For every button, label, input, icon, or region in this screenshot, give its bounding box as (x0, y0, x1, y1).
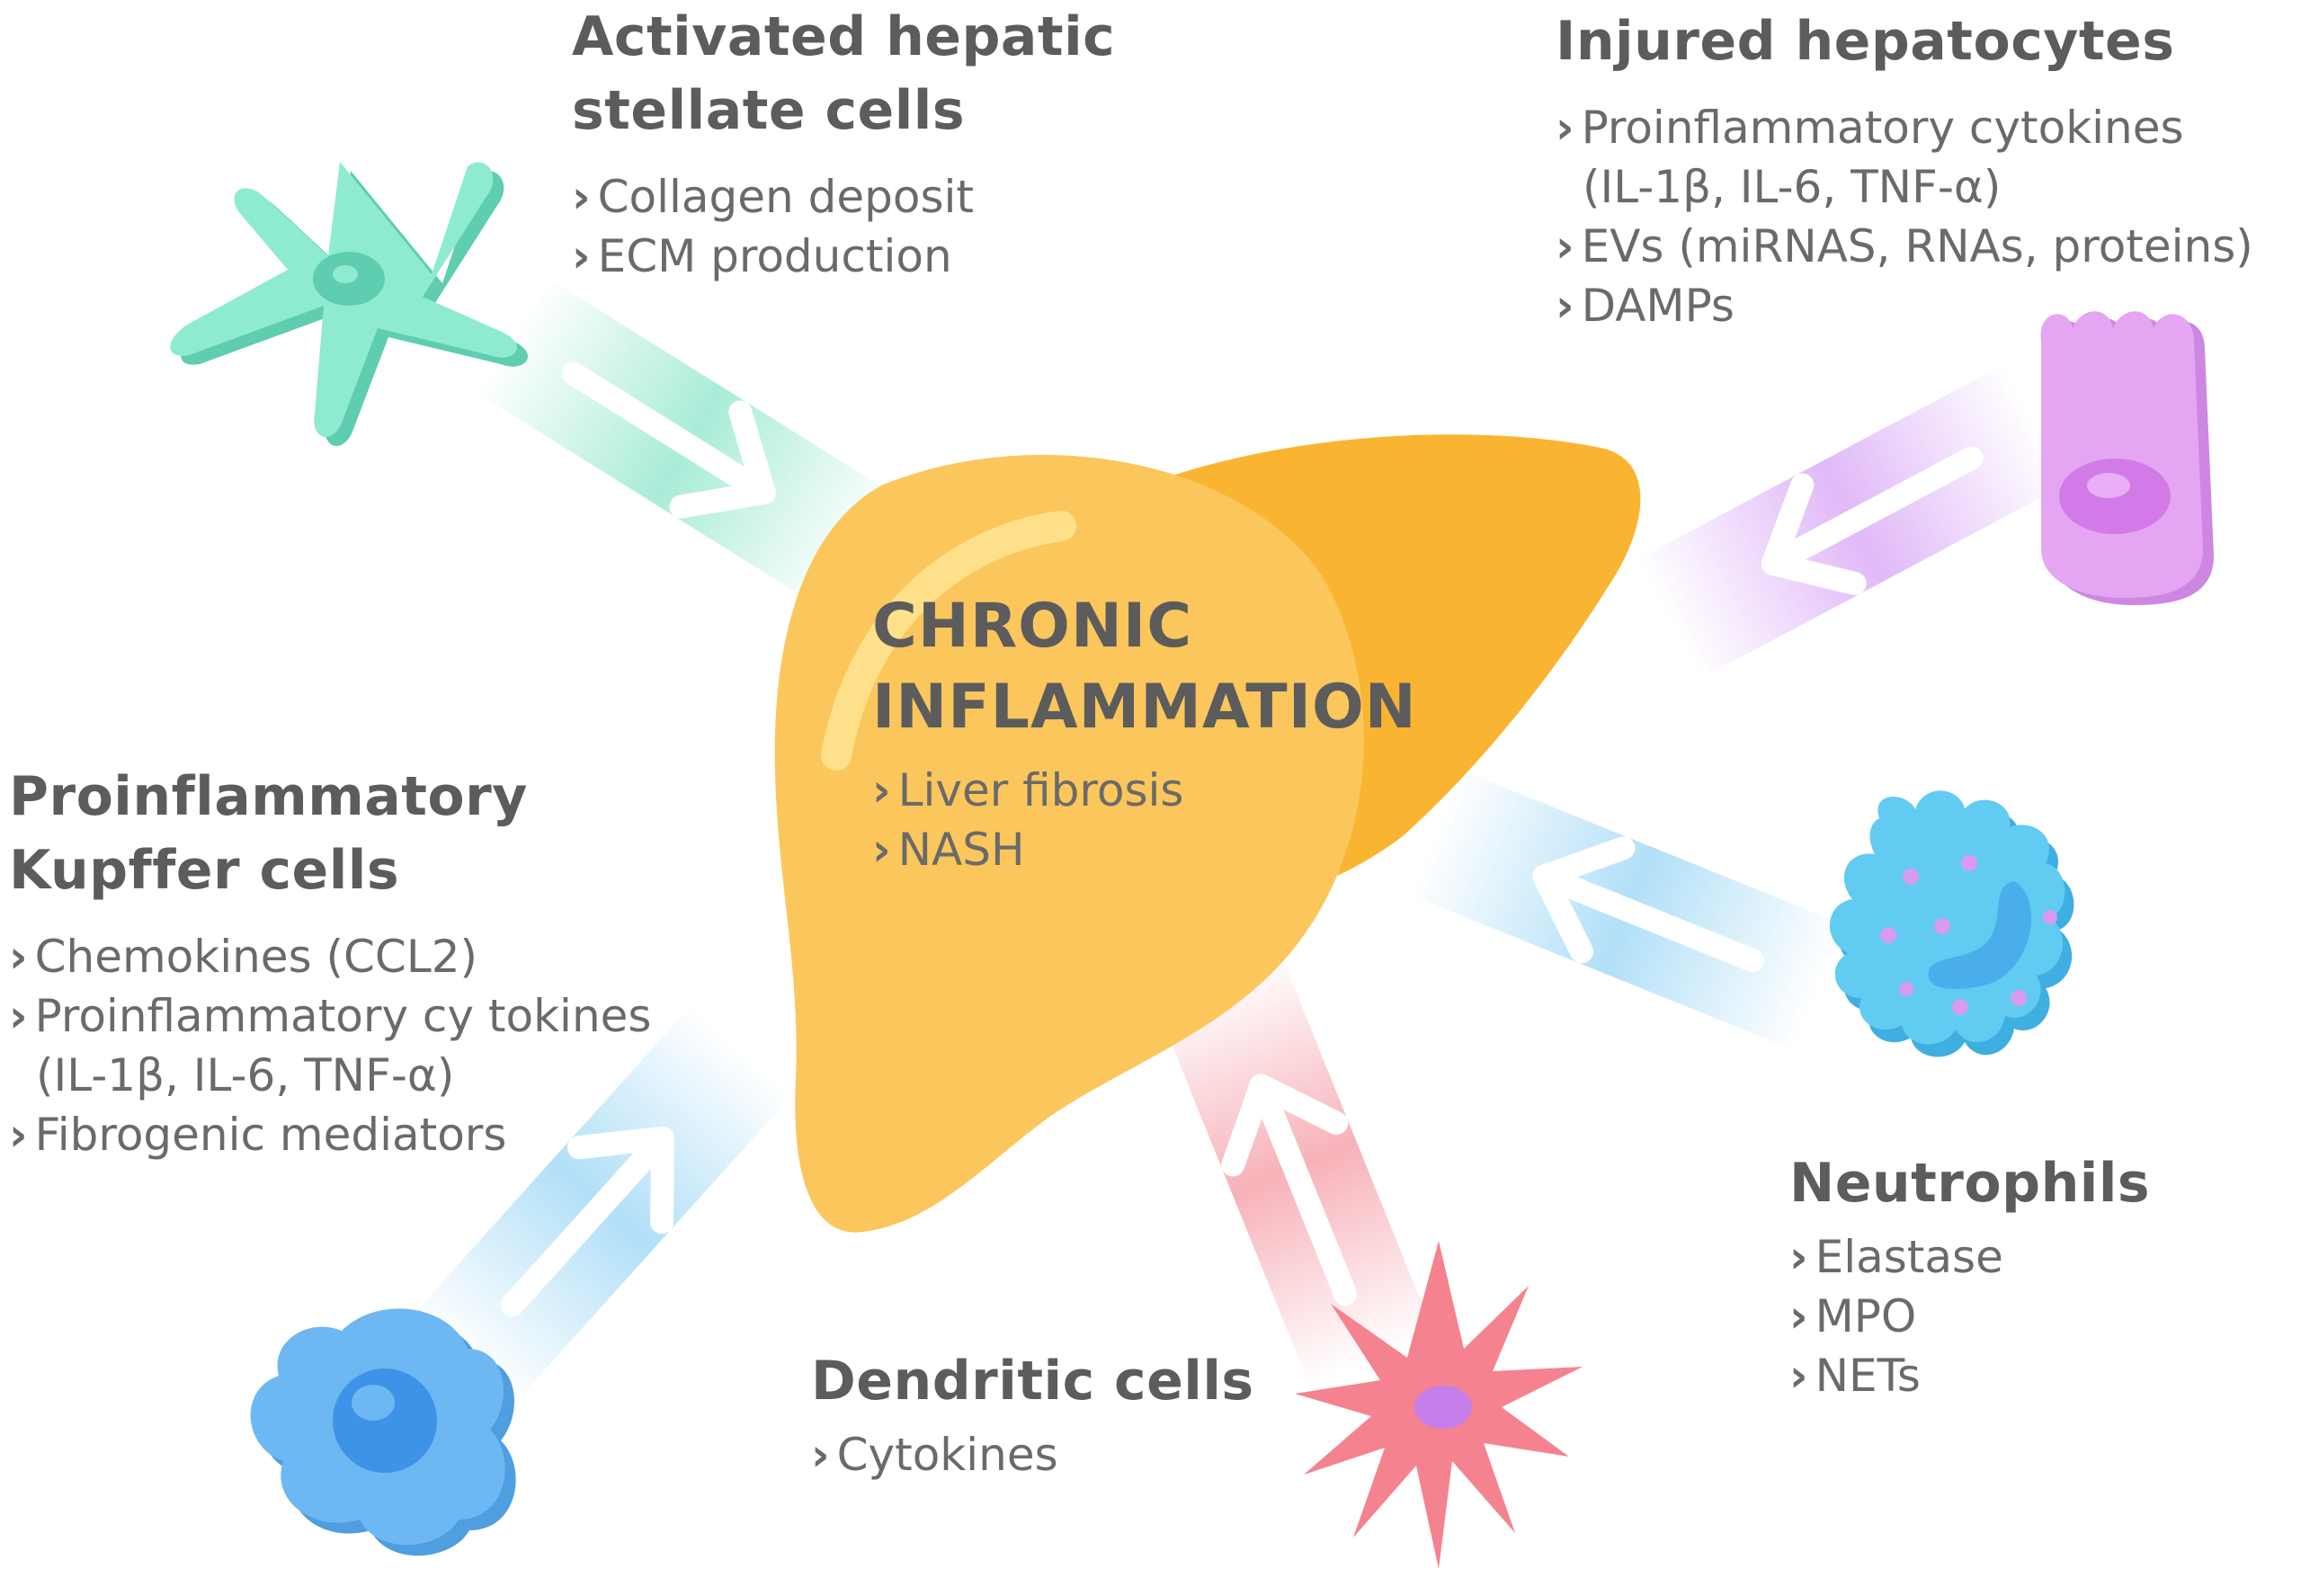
hepatocyte-illustration (2040, 311, 2214, 605)
kupffer-cells-heading-line: Kupffer cells (9, 839, 400, 902)
arrow-kupffer-to-liver (414, 1005, 791, 1404)
list-item: ›Proinflammatory cytokines (1556, 102, 2184, 154)
stellate-cells-heading-line: Activated hepatic (572, 5, 1116, 68)
neutrophils-text: Neutrophils ›Elastase ›MPO ›NETs (1789, 1146, 2150, 1405)
neutrophils-heading: Neutrophils (1789, 1146, 2150, 1220)
chevron-right-icon: › (9, 931, 28, 983)
stellate-cells-list: ›Collagen deposit ›ECM production (572, 167, 1115, 286)
chevron-right-icon: › (1789, 1290, 1808, 1342)
dendritic-cell-illustration (1295, 1241, 1583, 1569)
hepatocytes-heading-line: Injured hepatocytes (1556, 10, 2175, 73)
list-item: ›Chemokines (CCL2) (9, 931, 478, 983)
chevron-right-icon: › (572, 171, 591, 223)
kupffer-cells-list: ›Chemokines (CCL2) ›Proinflammatory cy t… (9, 927, 651, 1164)
stellate-cells-text: Activated hepatic stellate cells ›Collag… (572, 0, 1115, 286)
chevron-right-icon: › (9, 1109, 28, 1161)
hepatocytes-list: ›Proinflammatory cytokines (IL-1β, IL-6,… (1556, 98, 2253, 335)
chevron-right-icon: › (1789, 1350, 1808, 1402)
liver-highlight (821, 511, 1076, 771)
kupffer-cells-text: Proinflammatory Kupffer cells ›Chemokine… (9, 760, 651, 1164)
dendritic-cell-nucleus (1414, 1386, 1472, 1429)
neutrophils-list: ›Elastase ›MPO ›NETs (1789, 1227, 2150, 1405)
list-item: ›Proinflammatory cy tokines (9, 990, 652, 1042)
chronic-inflammation-heading: CHRONIC INFLAMMATION (872, 586, 1417, 748)
chronic-inflammation-text: CHRONIC INFLAMMATION ›Liver fibrosis ›NA… (872, 586, 1417, 879)
neutrophil-body (1829, 790, 2065, 1045)
list-item: ›EVs (miRNAS, RNAs, proteins) (1556, 220, 2253, 272)
liver-illustration (774, 434, 1641, 1233)
stellate-cell-illustration (170, 162, 529, 447)
list-item: ›ECM production (572, 230, 952, 282)
list-item: ›DAMPs (1556, 280, 1735, 332)
chronic-inflammation-heading-line: INFLAMMATION (872, 672, 1417, 743)
chronic-inflammation-heading-line: CHRONIC (872, 591, 1193, 662)
dendritic-cells-heading-line: Dendritic cells (811, 1350, 1254, 1413)
list-item: ›NASH (872, 824, 1025, 876)
neutrophil-granules (1880, 855, 2057, 1015)
chronic-inflammation-list: ›Liver fibrosis ›NASH (872, 761, 1417, 879)
chevron-right-icon: › (1789, 1231, 1808, 1283)
dendritic-cells-heading: Dendritic cells (811, 1344, 1254, 1418)
list-item: ›Fibrogenic mediators (9, 1109, 507, 1161)
hepatocytes-heading: Injured hepatocytes (1556, 4, 2253, 78)
chevron-right-icon: › (811, 1429, 830, 1481)
kupffer-cell-nucleolus (352, 1385, 395, 1421)
dendritic-cells-list: ›Cytokines (811, 1425, 1254, 1485)
chevron-right-icon: › (9, 990, 28, 1042)
chevron-right-icon: › (872, 824, 891, 876)
stellate-cells-heading-line: stellate cells (572, 79, 966, 142)
neutrophils-heading-line: Neutrophils (1789, 1152, 2151, 1215)
stellate-cells-heading: Activated hepatic stellate cells (572, 0, 1115, 147)
neutrophil-nucleus (1928, 881, 2032, 989)
hepatocytes-text: Injured hepatocytes ›Proinflammatory cyt… (1556, 4, 2253, 335)
chevron-right-icon: › (1556, 102, 1574, 154)
kupffer-cells-heading: Proinflammatory Kupffer cells (9, 760, 651, 907)
liver-left-lobe (774, 454, 1364, 1233)
kupffer-cell-illustration (250, 1308, 516, 1556)
neutrophil-illustration (1829, 790, 2074, 1057)
stellate-cell-nucleolus (333, 265, 358, 283)
chevron-right-icon: › (872, 764, 891, 816)
arrow-neutrophils-to-liver (1410, 770, 1845, 1050)
chevron-right-icon: › (1556, 280, 1574, 332)
chevron-right-icon: › (1556, 220, 1574, 272)
list-item-continued: (IL-1β, IL-6, TNF-α) (1583, 161, 2002, 213)
list-item-continued: (IL-1β, IL-6, TNF-α) (36, 1049, 455, 1101)
list-item: ›Collagen deposit (572, 171, 974, 223)
list-item: ›MPO (1789, 1290, 1917, 1342)
list-item: ›Liver fibrosis (872, 764, 1184, 816)
arrow-dendritic-to-liver (1155, 951, 1435, 1386)
dendritic-cells-text: Dendritic cells ›Cytokines (811, 1344, 1254, 1485)
arrow-hepatocytes-to-liver (1637, 364, 2067, 679)
chevron-right-icon: › (572, 230, 591, 282)
hepatocyte-nucleolus (2087, 473, 2130, 498)
list-item: ›NETs (1789, 1350, 1921, 1402)
kupffer-cell-nucleus (333, 1369, 437, 1473)
list-item: ›Cytokines (811, 1429, 1058, 1481)
hepatocyte-body (2040, 311, 2203, 598)
list-item: ›Elastase (1789, 1231, 2003, 1283)
kupffer-cells-heading-line: Proinflammatory (9, 765, 528, 828)
arrow-stellate-to-liver (477, 278, 899, 612)
